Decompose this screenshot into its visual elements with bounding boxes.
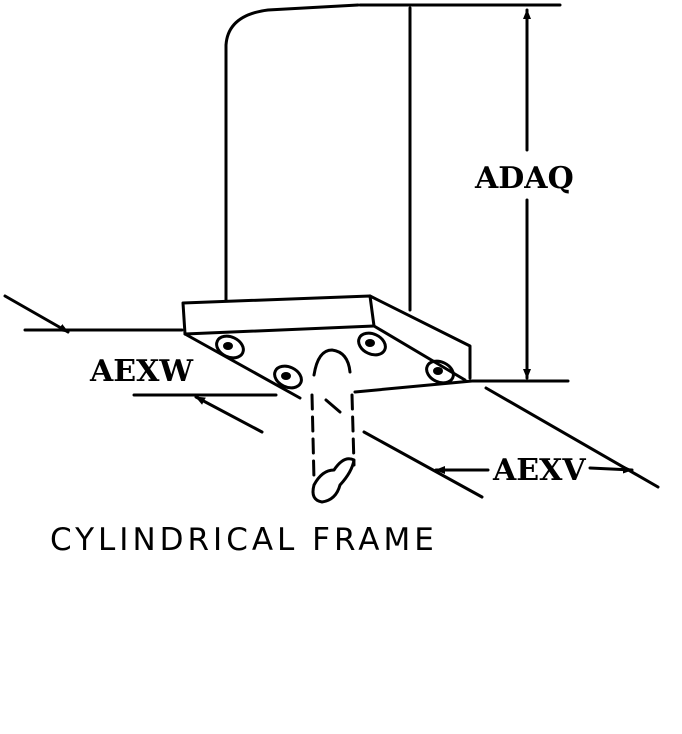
- cylinder-body: [224, 3, 412, 312]
- bolts: [215, 331, 455, 390]
- label-adaq: ADAQ: [474, 161, 574, 196]
- caption: CYLINDRICAL FRAME: [50, 522, 438, 558]
- stud: [310, 348, 356, 504]
- mounting-plate: [181, 294, 474, 400]
- dimension-width-right: [362, 386, 660, 499]
- dimension-height: [358, 3, 570, 383]
- label-aexv: AEXV: [492, 453, 586, 488]
- label-aexw: AEXW: [89, 354, 194, 389]
- dimension-width-left: [3, 294, 278, 434]
